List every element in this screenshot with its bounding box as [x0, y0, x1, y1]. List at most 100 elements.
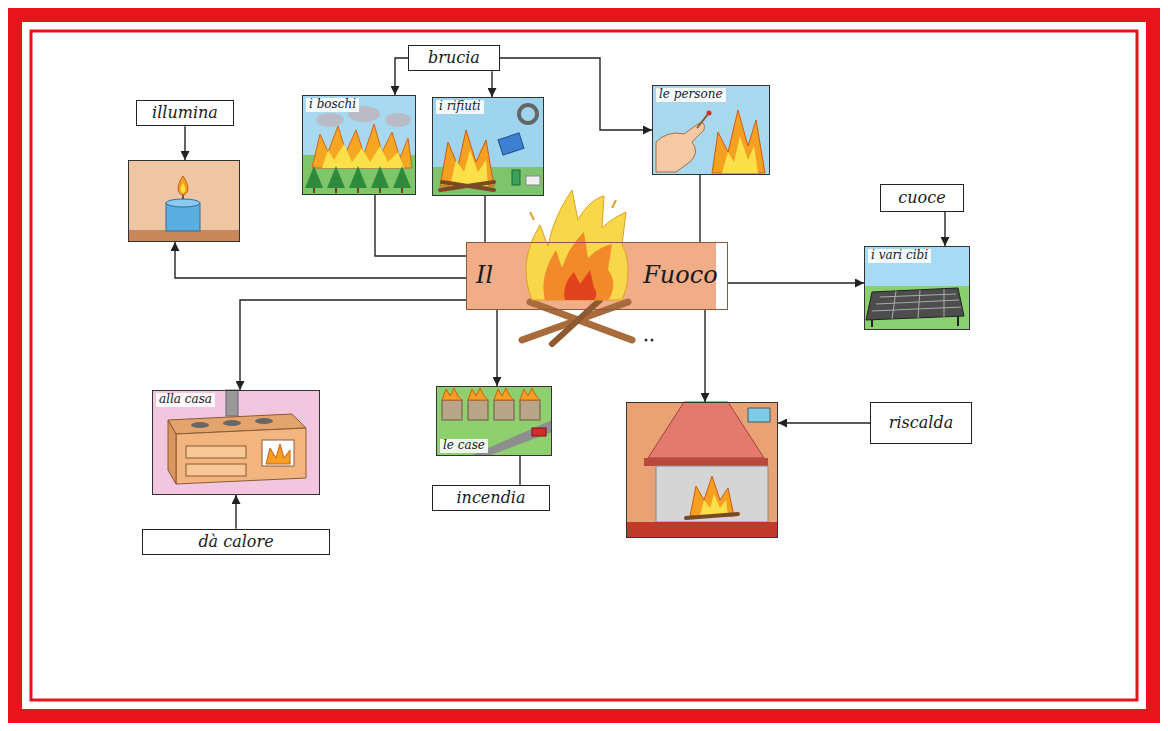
fireplace-picture: [644, 458, 768, 466]
grill-picture: [872, 307, 961, 311]
forest-fire-picture: [327, 166, 345, 188]
arrow-connector: [728, 282, 864, 283]
arrow-connector: [699, 175, 700, 242]
arrow-connector: [240, 300, 466, 390]
person-burn-picture: [652, 85, 770, 175]
picture-box: [128, 160, 240, 242]
forest-fire-picture: [322, 144, 404, 168]
central-fire: [612, 200, 616, 208]
candle-picture: [178, 176, 188, 195]
arrow-connector: [496, 310, 497, 386]
candle-picture: [181, 183, 186, 193]
arrow-connector: [519, 456, 520, 485]
person-burn-picture: [722, 136, 758, 173]
picture-box: alla casa: [152, 390, 320, 495]
stove-picture: [168, 420, 176, 484]
verb-box: brucia: [408, 45, 500, 71]
candle-picture: [128, 160, 240, 242]
stove-picture: [152, 390, 320, 495]
grill-picture: [866, 288, 964, 320]
candle-picture: [128, 160, 240, 242]
central-fire: [552, 300, 600, 344]
candle-picture: [166, 199, 200, 207]
central-box: IlFuoco: [466, 242, 728, 310]
waste-fire-picture: [526, 176, 540, 185]
arrow-connector: [778, 422, 870, 423]
arrow-connector: [235, 495, 236, 529]
node-text: illumina: [152, 104, 218, 122]
stove-picture: [223, 420, 241, 426]
node-text: brucia: [428, 49, 480, 67]
verb-box: riscalda: [870, 402, 972, 444]
picture-box: i rifiuti: [432, 97, 544, 196]
picture-box: [626, 402, 778, 538]
waste-fire-picture: [450, 150, 488, 186]
node-text: i vari cibi: [868, 249, 931, 263]
fireplace-picture: [648, 402, 764, 458]
node-text: le persone: [656, 88, 726, 102]
grill-picture: [892, 291, 896, 319]
burning-houses-picture: [436, 386, 552, 456]
stove-picture: [266, 444, 290, 464]
node-text: i rifiuti: [436, 100, 484, 114]
grill-picture: [880, 294, 956, 297]
waste-fire-picture: [432, 97, 544, 196]
stove-picture: [186, 464, 246, 476]
burning-houses-picture: [494, 388, 514, 400]
arrow-connector: [491, 71, 492, 97]
waste-fire-picture: [498, 133, 524, 155]
person-burn-picture: [656, 123, 704, 172]
node-text: Il: [476, 262, 493, 290]
grill-picture: [957, 316, 959, 326]
fireplace-picture: [656, 466, 768, 522]
grill-picture: [864, 286, 970, 330]
picture-box: le persone: [652, 85, 770, 175]
stove-picture: [152, 390, 320, 495]
node-text: i boschi: [306, 98, 359, 112]
waste-fire-picture: [442, 182, 494, 190]
person-burn-picture: [697, 114, 708, 128]
forest-fire-picture: [305, 166, 323, 188]
forest-fire-picture: [393, 166, 411, 188]
burning-houses-picture: [442, 400, 462, 420]
forest-fire-picture: [401, 188, 403, 193]
burning-houses-picture: [436, 386, 552, 456]
picture-box: i vari cibi: [864, 246, 970, 330]
candle-picture: [128, 230, 240, 242]
fireplace-picture: [748, 408, 770, 422]
forest-fire-picture: [316, 113, 344, 127]
fireplace-picture: [700, 494, 728, 516]
burning-houses-picture: [442, 388, 462, 400]
forest-fire-picture: [371, 166, 389, 188]
fireplace-picture: [690, 476, 734, 516]
person-burn-picture: [712, 110, 765, 173]
stove-picture: [191, 422, 209, 428]
arrow-connector: [375, 195, 466, 256]
node-text: alla casa: [156, 393, 215, 407]
node-text: incendia: [456, 489, 525, 507]
central-fire: [530, 212, 534, 220]
node-text: riscalda: [889, 414, 953, 432]
fireplace-picture: [626, 522, 778, 538]
arrow-connector: [484, 196, 485, 242]
verb-box: dà calore: [142, 529, 330, 555]
node-text: cuoce: [898, 189, 945, 207]
forest-fire-picture: [349, 166, 367, 188]
picture-box: i boschi: [302, 95, 416, 195]
central-fire: [564, 270, 596, 300]
forest-fire-picture: [357, 188, 359, 193]
central-fire: [645, 339, 648, 342]
burning-houses-picture: [468, 400, 488, 420]
waste-fire-picture: [519, 105, 537, 123]
verb-box: illumina: [136, 100, 234, 126]
fireplace-picture: [686, 514, 738, 518]
grill-picture: [918, 290, 920, 318]
person-burn-picture: [707, 111, 712, 116]
stove-picture: [262, 440, 294, 466]
grill-picture: [871, 320, 873, 327]
burning-houses-picture: [520, 400, 540, 420]
arrow-connector: [395, 58, 408, 95]
